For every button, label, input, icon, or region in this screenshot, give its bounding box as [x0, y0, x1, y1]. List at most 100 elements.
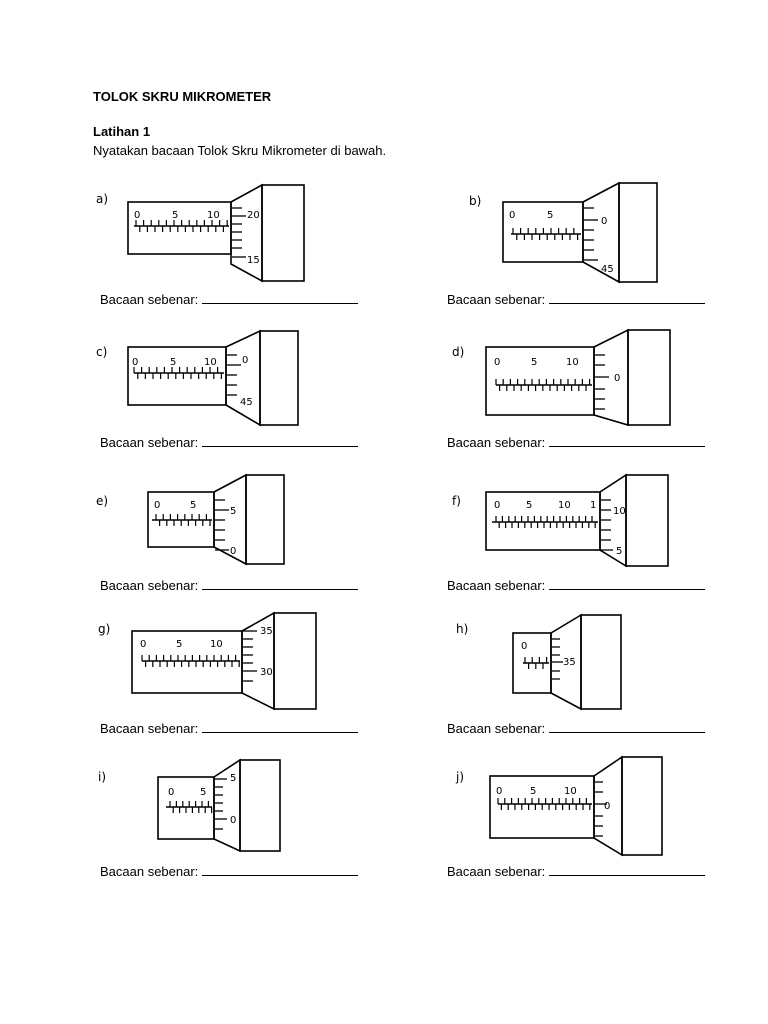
thimble-number: 0	[242, 355, 248, 366]
sleeve-scale-ticks	[155, 514, 211, 526]
thimble-number: 45	[601, 264, 614, 275]
micrometer-figure-d: 0 5 10 0	[485, 328, 671, 427]
figure-a-label: a)	[96, 192, 109, 206]
answer-blank	[202, 863, 359, 876]
sleeve-scale-ticks	[512, 228, 579, 240]
figure-f-label: f)	[452, 494, 461, 508]
sleeve-number: 10	[210, 639, 223, 650]
answer-f[interactable]: Bacaan sebenar:	[447, 577, 706, 593]
thimble-number: 5	[230, 506, 236, 517]
answer-label: Bacaan sebenar:	[447, 292, 546, 307]
figure-d-label: d)	[452, 345, 465, 359]
page-title: TOLOK SKRU MIKROMETER	[93, 89, 272, 104]
micrometer-figure-e: 0 5 5 0	[147, 473, 285, 566]
sleeve-scale-ticks	[497, 798, 591, 810]
figure-e-label: e)	[96, 494, 109, 508]
answer-j[interactable]: Bacaan sebenar:	[447, 863, 706, 879]
figure-j-label: j)	[456, 770, 465, 784]
answer-label: Bacaan sebenar:	[100, 578, 199, 593]
sleeve-number: 10	[207, 210, 220, 221]
figure-h-label: h)	[456, 622, 469, 636]
sleeve-number: 0	[521, 641, 527, 652]
thimble-number: 45	[240, 397, 253, 408]
sleeve-scale-ticks	[133, 367, 223, 379]
thimble-number: 0	[614, 373, 620, 384]
sleeve-number: 0	[140, 639, 146, 650]
micrometer-figure-f: 0 5 10 1 10 5	[485, 473, 669, 568]
answer-h[interactable]: Bacaan sebenar:	[447, 720, 706, 736]
answer-label: Bacaan sebenar:	[447, 864, 546, 879]
micrometer-figure-a: 0 5 10 20 15	[127, 183, 305, 283]
thimble-number: 5	[616, 546, 622, 557]
sleeve-number: 5	[526, 500, 532, 511]
figure-b-label: b)	[469, 194, 482, 208]
micrometer-figure-i: 0 5 5 0	[157, 758, 281, 853]
sleeve-number: 0	[509, 210, 515, 221]
answer-label: Bacaan sebenar:	[100, 435, 199, 450]
answer-blank	[202, 720, 359, 733]
sleeve-number: 0	[134, 210, 140, 221]
answer-label: Bacaan sebenar:	[447, 435, 546, 450]
sleeve-number: 5	[170, 357, 176, 368]
answer-b[interactable]: Bacaan sebenar:	[447, 291, 706, 307]
thimble-number: 30	[260, 667, 273, 678]
sleeve-number: 5	[530, 786, 536, 797]
answer-label: Bacaan sebenar:	[100, 864, 199, 879]
sleeve-number: 10	[564, 786, 577, 797]
micrometer-figure-b: 0 5 0 45	[502, 181, 658, 284]
figure-g-label: g)	[98, 622, 111, 636]
answer-d[interactable]: Bacaan sebenar:	[447, 434, 706, 450]
thimble-number: 5	[230, 773, 236, 784]
answer-label: Bacaan sebenar:	[447, 578, 546, 593]
micrometer-figure-c: 0 5 10 0 45	[127, 329, 299, 427]
thimble-number: 0	[601, 216, 607, 227]
figure-c-label: c)	[96, 345, 108, 359]
micrometer-figure-h: 0 35	[512, 613, 622, 711]
sleeve-scale-ticks	[169, 801, 213, 813]
sleeve-number: 5	[190, 500, 196, 511]
sleeve-number: 0	[496, 786, 502, 797]
micrometer-figure-j: 0 5 10 0	[489, 755, 663, 857]
sleeve-number: 5	[531, 357, 537, 368]
answer-i[interactable]: Bacaan sebenar:	[100, 863, 359, 879]
sleeve-number: 5	[547, 210, 553, 221]
sleeve-number: 1	[590, 500, 596, 511]
sleeve-scale-ticks	[524, 657, 548, 669]
thimble-number: 15	[247, 255, 260, 266]
exercise-title: Latihan 1	[93, 124, 151, 139]
answer-blank	[549, 720, 706, 733]
answer-g[interactable]: Bacaan sebenar:	[100, 720, 359, 736]
sleeve-number: 5	[172, 210, 178, 221]
sleeve-number: 0	[494, 357, 500, 368]
answer-label: Bacaan sebenar:	[100, 721, 199, 736]
sleeve-number: 10	[566, 357, 579, 368]
micrometer-figure-g: 0 5 10 35 30	[131, 611, 317, 711]
answer-blank	[549, 291, 706, 304]
answer-c[interactable]: Bacaan sebenar:	[100, 434, 359, 450]
thimble-number: 20	[247, 210, 260, 221]
sleeve-number: 5	[176, 639, 182, 650]
sleeve-number: 0	[494, 500, 500, 511]
instruction-text: Nyatakan bacaan Tolok Skru Mikrometer di…	[93, 143, 387, 158]
thimble-number: 10	[613, 506, 626, 517]
answer-label: Bacaan sebenar:	[100, 292, 199, 307]
answer-e[interactable]: Bacaan sebenar:	[100, 577, 359, 593]
answer-a[interactable]: Bacaan sebenar:	[100, 291, 359, 307]
answer-blank	[202, 434, 359, 447]
sleeve-number: 0	[132, 357, 138, 368]
sleeve-number: 10	[204, 357, 217, 368]
answer-label: Bacaan sebenar:	[447, 721, 546, 736]
answer-blank	[549, 577, 706, 590]
thimble-number: 0	[230, 815, 236, 826]
sleeve-number: 0	[168, 787, 174, 798]
thimble-number: 0	[230, 546, 236, 557]
answer-blank	[549, 434, 706, 447]
sleeve-number: 5	[200, 787, 206, 798]
answer-blank	[202, 577, 359, 590]
answer-blank	[202, 291, 359, 304]
sleeve-number: 0	[154, 500, 160, 511]
answer-blank	[549, 863, 706, 876]
thimble-number: 35	[563, 657, 576, 668]
sleeve-scale-ticks	[141, 655, 240, 667]
sleeve-scale-ticks	[495, 379, 591, 391]
